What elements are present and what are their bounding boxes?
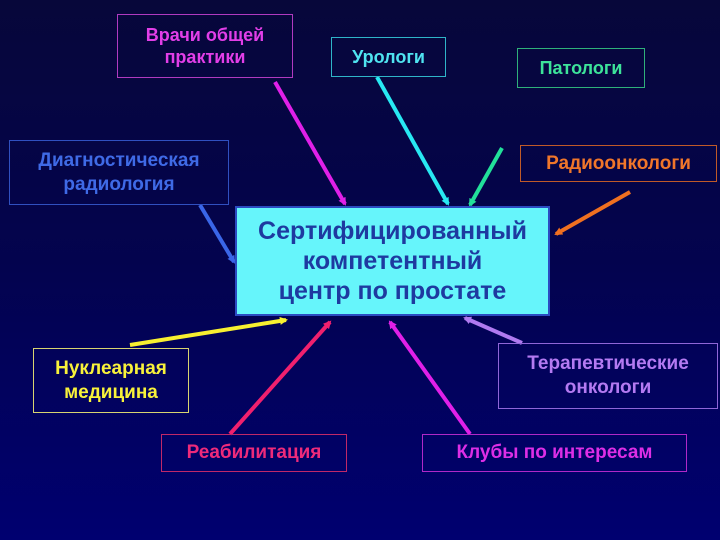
center-label: Сертифицированный компетентный центр по … [258,217,527,305]
node-diagnostic-radiology: Диагностическая радиология [9,140,229,205]
node-label: Диагностическая радиология [38,149,200,195]
node-label: Врачи общей практики [145,24,265,68]
node-therapeutic-oncologists: Терапевтические онкологи [498,343,718,409]
arrow-nuclear-medicine [129,316,288,347]
arrow-urologists [375,76,450,206]
node-rehabilitation: Реабилитация [161,434,347,472]
node-urologists: Урологи [331,37,446,77]
node-pathologists: Патологи [517,48,645,88]
central-prostate-center: Сертифицированный компетентный центр по … [235,206,550,316]
node-label: Клубы по интересам [456,442,653,464]
arrow-gp [273,81,347,206]
arrow-radio-oncologists [554,190,631,236]
node-label: Радиоонкологи [546,152,691,174]
node-interest-clubs: Клубы по интересам [422,434,687,472]
node-radio-oncologists: Радиоонкологи [520,145,717,182]
node-label: Нуклеарная медицина [55,357,167,403]
node-label: Терапевтические онкологи [527,353,689,398]
arrow-therapeutic-oncologists [463,316,523,345]
arrow-interest-clubs [388,320,472,436]
arrow-rehabilitation [228,320,332,436]
node-label: Реабилитация [186,442,322,464]
node-label: Урологи [352,46,425,67]
node-general-practitioners: Врачи общей практики [117,14,293,78]
arrow-diag-radiology [198,203,236,264]
node-nuclear-medicine: Нуклеарная медицина [33,348,189,413]
node-label: Патологи [539,57,623,78]
arrow-pathologists [468,147,504,207]
